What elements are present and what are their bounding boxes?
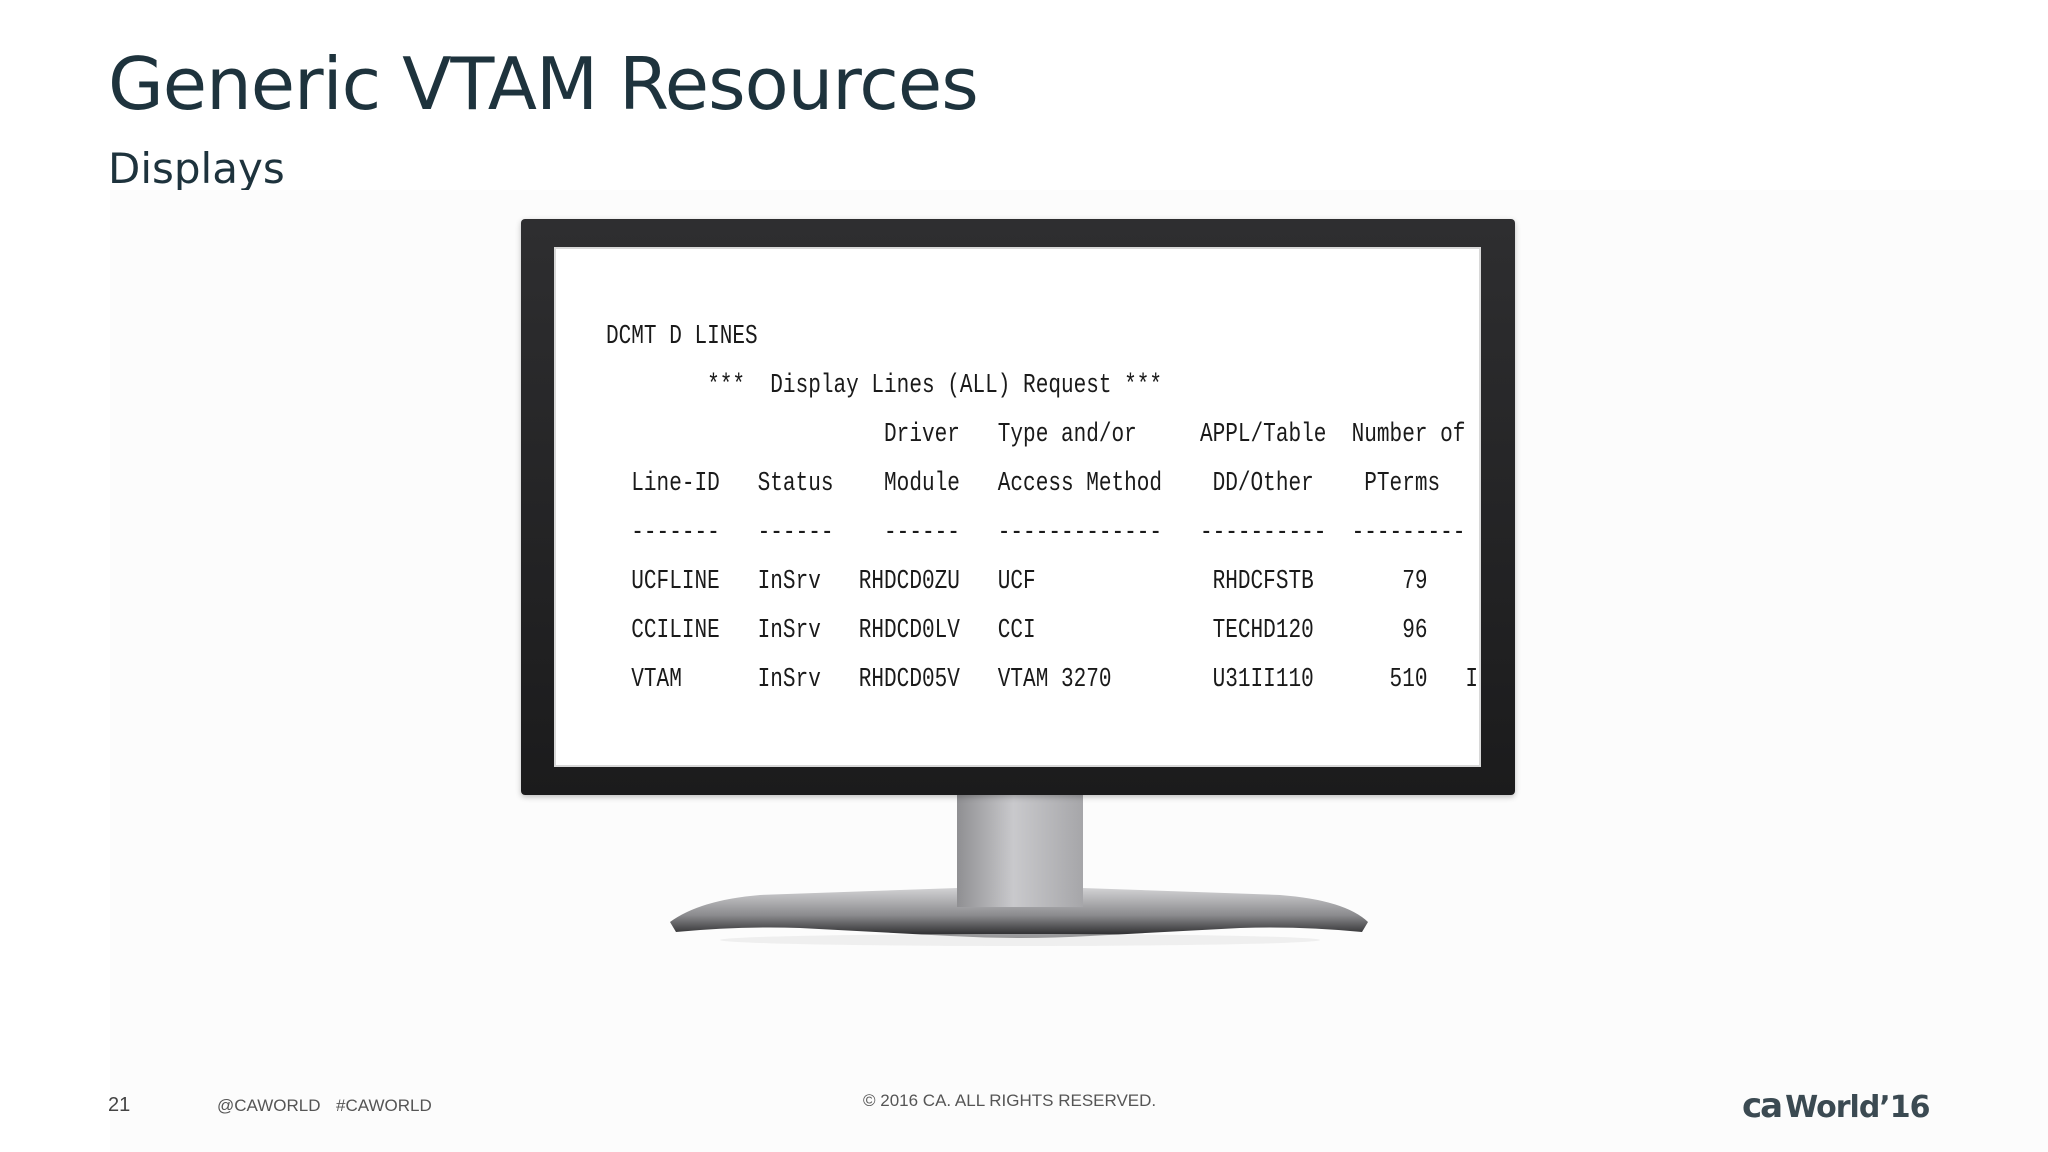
slide-subtitle: Displays: [108, 144, 285, 193]
terminal-line-row-cciline: CCILINE InSrv RHDCD0LV CCI TECHD120 96: [606, 616, 1428, 646]
footer-copyright: © 2016 CA. ALL RIGHTS RESERVED.: [863, 1091, 1157, 1110]
terminal-line-column-header-2: Line-ID Status Module Access Method DD/O…: [631, 469, 1479, 499]
terminal-output: DCMT D LINES *** Display Lines (ALL) Req…: [606, 313, 1481, 705]
page-number: 21: [108, 1094, 131, 1116]
slide-title: Generic VTAM Resources: [108, 42, 979, 126]
terminal-line-separator: ------- ------ ------ ------------- ----…: [631, 518, 1479, 548]
monitor-stand-neck: [957, 795, 1083, 907]
terminal-line-command: DCMT D LINES: [606, 322, 758, 352]
logo-ca-text: ca: [1742, 1086, 1783, 1126]
monitor-screen: DCMT D LINES *** Display Lines (ALL) Req…: [554, 247, 1481, 767]
ca-world-logo: ca World’16: [1742, 1086, 1930, 1126]
terminal-line-row-ucfline: UCFLINE InSrv RHDCD0ZU UCF RHDCFSTB 79: [606, 567, 1428, 597]
footer-handle: @CAWORLD: [217, 1096, 321, 1115]
monitor-bezel: DCMT D LINES *** Display Lines (ALL) Req…: [521, 219, 1515, 795]
logo-world-text: World’16: [1785, 1090, 1930, 1125]
terminal-line-request-header: *** Display Lines (ALL) Request ***: [606, 371, 1163, 401]
terminal-line-column-header-1: Driver Type and/or APPL/Table Number of …: [606, 420, 1481, 450]
terminal-line-row-vtam: VTAM InSrv RHDCD05V VTAM 3270 U31II110 5…: [606, 665, 1481, 695]
footer-hashtag: #CAWORLD: [336, 1096, 432, 1115]
